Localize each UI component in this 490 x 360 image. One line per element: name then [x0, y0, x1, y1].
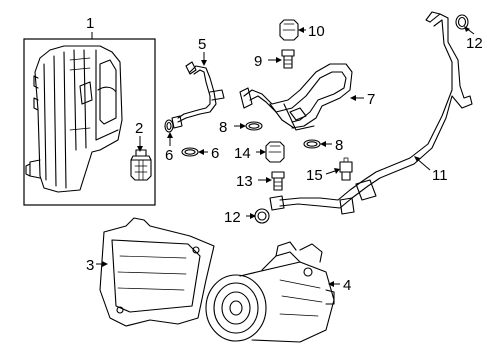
callout-4: 4 — [343, 277, 351, 294]
valve-13 — [271, 171, 285, 191]
oring-12a — [455, 14, 469, 30]
callout-5: 5 — [198, 36, 206, 53]
callout-10: 10 — [308, 23, 325, 40]
callout-9: 9 — [254, 53, 262, 70]
oring-8a — [245, 121, 263, 131]
discharge-hose — [269, 11, 473, 215]
callout-13: 13 — [236, 173, 253, 190]
callout-12b: 12 — [224, 209, 241, 226]
callout-7: 7 — [367, 91, 375, 108]
valve-fitting-9 — [281, 49, 295, 69]
pressure-line — [171, 61, 225, 129]
oring-8b — [303, 139, 321, 149]
pressure-sensor-15 — [339, 157, 353, 181]
callout-12a: 12 — [466, 35, 483, 52]
condenser-assembly — [25, 45, 123, 193]
bracket-shield — [99, 217, 215, 327]
ac-compressor — [205, 241, 335, 343]
callout-1: 1 — [86, 15, 94, 32]
leader-lines — [91, 26, 475, 287]
filter-cartridge — [130, 149, 152, 181]
suction-line — [239, 63, 353, 131]
callout-15: 15 — [306, 167, 323, 184]
callout-2: 2 — [135, 120, 143, 137]
callout-3: 3 — [86, 257, 94, 274]
oring-12b — [254, 208, 270, 224]
callout-8b: 8 — [335, 137, 343, 154]
condenser-group-box — [23, 38, 156, 206]
oring-6a — [181, 147, 199, 157]
callout-8a: 8 — [219, 119, 227, 136]
callout-6b: 6 — [165, 147, 173, 164]
callout-11: 11 — [432, 167, 448, 184]
callout-14: 14 — [234, 145, 251, 162]
cap-10 — [279, 19, 299, 41]
cap-14 — [265, 141, 285, 163]
callout-6a: 6 — [211, 145, 219, 162]
oring-6b — [164, 119, 174, 133]
